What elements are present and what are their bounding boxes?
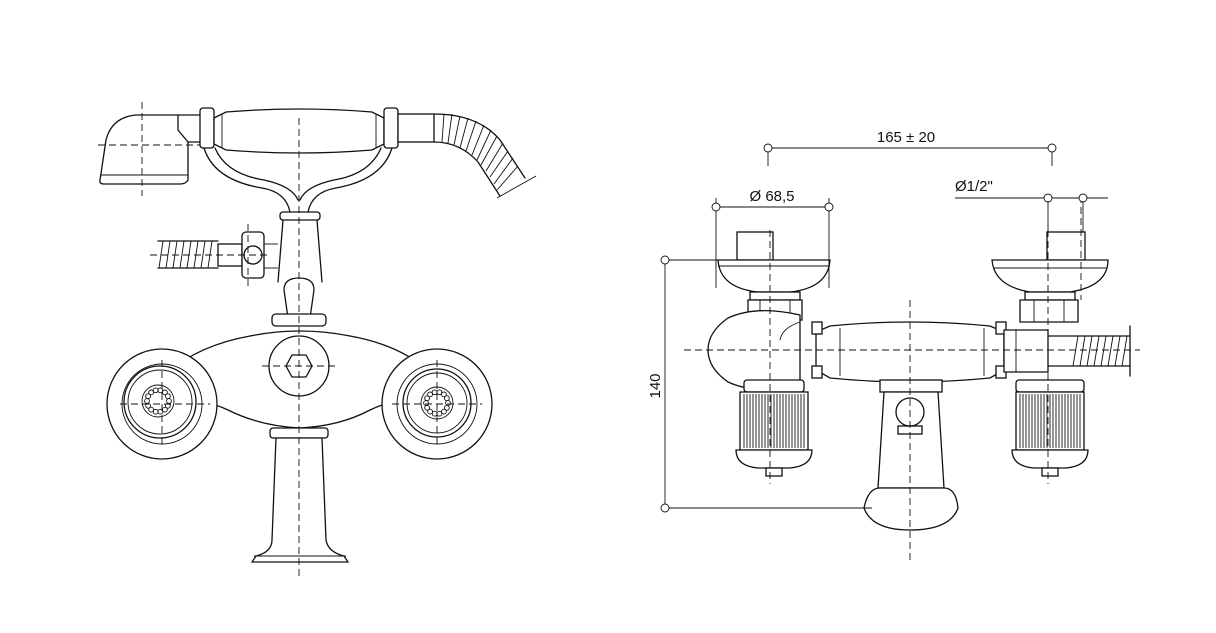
horizontal-body bbox=[811, 321, 1049, 383]
side-spout bbox=[863, 379, 959, 531]
handwheel-bead bbox=[436, 389, 443, 396]
handwheel-bead bbox=[152, 387, 159, 394]
handwheel-bead bbox=[157, 387, 164, 394]
handwheel-bead bbox=[144, 398, 150, 404]
side-view: 165 ± 20 Ø 68,5 Ø1/2" 140 bbox=[647, 129, 1140, 560]
left-escutcheon bbox=[717, 231, 831, 321]
side-center-lines bbox=[684, 196, 1140, 560]
handwheel-bead bbox=[424, 395, 430, 402]
dimension-thread: Ø1/2" bbox=[955, 178, 1108, 232]
dimension-height: 140 bbox=[647, 255, 872, 513]
dimension-handwheel-label: Ø 68,5 bbox=[749, 188, 794, 205]
handwheel-bead bbox=[148, 406, 154, 413]
right-handwheel-bead-ring bbox=[423, 389, 451, 417]
left-handwheel-bead-ring bbox=[144, 387, 172, 415]
handwheel-bead bbox=[162, 406, 168, 413]
handwheel-bead bbox=[444, 395, 450, 402]
shower-hose-right bbox=[433, 113, 537, 199]
handwheel-bead bbox=[444, 404, 450, 411]
handwheel-bead bbox=[145, 393, 151, 400]
handwheel-bead bbox=[166, 398, 172, 404]
handwheel-bead bbox=[445, 400, 451, 406]
handwheel-bead bbox=[441, 391, 447, 398]
hose-outlet-left bbox=[157, 231, 278, 279]
handwheel-bead bbox=[431, 410, 438, 417]
handwheel-bead bbox=[423, 400, 429, 406]
handwheel-bead bbox=[152, 408, 159, 415]
handwheel-bead bbox=[427, 408, 433, 415]
dimension-spacing-label: 165 ± 20 bbox=[877, 129, 935, 146]
right-escutcheon bbox=[991, 231, 1109, 323]
handwheel-bead bbox=[148, 389, 154, 396]
dimension-height-label: 140 bbox=[647, 373, 664, 398]
right-knurled-handle bbox=[1011, 379, 1089, 477]
handwheel-bead bbox=[165, 393, 171, 400]
handset bbox=[199, 107, 435, 154]
hose-side bbox=[1047, 325, 1131, 377]
cradle bbox=[203, 147, 393, 283]
spout bbox=[250, 427, 350, 563]
handwheel-bead bbox=[424, 404, 430, 411]
dimension-spacing: 165 ± 20 bbox=[763, 129, 1057, 166]
handwheel-bead bbox=[436, 410, 443, 417]
center-lines bbox=[98, 102, 482, 578]
handwheel-bead bbox=[427, 391, 433, 398]
dimension-thread-label: Ø1/2" bbox=[955, 178, 993, 195]
handwheel-bead bbox=[165, 402, 171, 409]
dimension-handwheel: Ø 68,5 bbox=[711, 188, 834, 288]
handwheel-bead bbox=[431, 389, 438, 396]
shower-head bbox=[99, 114, 203, 185]
left-knurled-handle bbox=[735, 379, 813, 477]
front-view bbox=[98, 102, 537, 578]
handwheel-bead bbox=[441, 408, 447, 415]
handwheel-bead bbox=[162, 389, 168, 396]
